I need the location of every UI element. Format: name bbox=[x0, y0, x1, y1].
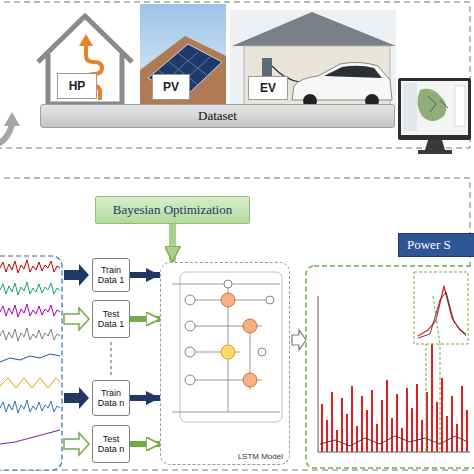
lstm-gate bbox=[221, 293, 235, 307]
monitor-stand bbox=[425, 140, 445, 150]
optimizer-box: Bayesian Optimization bbox=[95, 196, 250, 224]
time-series bbox=[0, 430, 60, 444]
charging-station bbox=[262, 58, 272, 76]
node-text: HP bbox=[69, 79, 86, 93]
continuation-line bbox=[111, 342, 112, 378]
label-box: PV bbox=[152, 74, 190, 100]
flow-arrow bbox=[169, 224, 176, 262]
node-text: Train Data n bbox=[94, 388, 128, 408]
node-text: Power S bbox=[407, 237, 451, 253]
arrow-head bbox=[4, 112, 20, 126]
monitor-bezel bbox=[398, 78, 471, 140]
node-text: Dataset bbox=[198, 108, 237, 124]
data-box: Train Data n bbox=[92, 380, 130, 416]
lstm-input bbox=[185, 295, 195, 305]
house-photo bbox=[230, 10, 396, 106]
block-arrow bbox=[292, 330, 306, 350]
node-text: PV bbox=[163, 80, 179, 94]
block-arrow bbox=[64, 433, 89, 455]
zoom-series bbox=[418, 286, 466, 336]
time-series bbox=[0, 282, 60, 295]
monitor-screen bbox=[401, 81, 468, 135]
lstm-input bbox=[185, 347, 195, 357]
node-text: EV bbox=[260, 81, 276, 95]
label-box: EV bbox=[248, 76, 288, 100]
lstm-wires bbox=[172, 284, 280, 412]
time-series bbox=[0, 354, 60, 362]
section-frame bbox=[0, 2, 470, 148]
node-text: Bayesian Optimization bbox=[113, 202, 233, 218]
window-panel bbox=[403, 83, 417, 131]
zoom-leader bbox=[433, 296, 440, 344]
car-window bbox=[324, 66, 382, 78]
flow-arrow bbox=[130, 272, 160, 278]
actual-series bbox=[320, 436, 468, 446]
flow-arrow bbox=[130, 441, 160, 447]
block-arrow bbox=[64, 264, 89, 286]
model-box: LSTM Model bbox=[160, 262, 290, 465]
house-wall bbox=[48, 54, 122, 104]
result-frame bbox=[306, 266, 474, 468]
flow-arrow bbox=[130, 395, 160, 401]
zoom-series bbox=[418, 292, 466, 338]
lstm-gate bbox=[243, 373, 257, 387]
block-arrow bbox=[64, 308, 89, 330]
label-box: HP bbox=[57, 73, 97, 99]
map-region bbox=[417, 89, 446, 121]
lstm-input bbox=[185, 321, 195, 331]
window-panel bbox=[455, 86, 465, 126]
sky-photo bbox=[140, 4, 226, 104]
node-text: LSTM Model bbox=[238, 452, 283, 461]
curved-arrow bbox=[0, 124, 12, 146]
time-series bbox=[0, 260, 60, 273]
zoom-inset bbox=[414, 272, 468, 344]
monitor-base bbox=[418, 150, 452, 154]
lstm-gate bbox=[243, 319, 257, 333]
lstm-op bbox=[266, 296, 274, 304]
data-box: Train Data 1 bbox=[92, 258, 130, 292]
data-box: Test Data 1 bbox=[92, 300, 130, 338]
lstm-gate bbox=[221, 345, 235, 359]
node-text: Test Data n bbox=[94, 434, 128, 454]
time-series bbox=[0, 328, 60, 341]
roof-tiles bbox=[140, 36, 226, 104]
block-arrow bbox=[64, 387, 89, 409]
house-roof bbox=[232, 12, 396, 46]
lstm-input bbox=[185, 375, 195, 385]
lstm-op bbox=[258, 348, 266, 356]
node-text: Train Data 1 bbox=[94, 265, 128, 285]
car-body bbox=[292, 62, 392, 100]
input-series-frame bbox=[0, 256, 62, 470]
output-box: Power S bbox=[398, 233, 474, 257]
map-lines bbox=[428, 96, 448, 112]
node-text: Test Data 1 bbox=[94, 309, 128, 329]
data-box: Test Data n bbox=[92, 425, 130, 463]
lstm-cell bbox=[180, 272, 282, 422]
arrow-head bbox=[79, 34, 93, 46]
dataset-bar: Dataset bbox=[40, 104, 395, 128]
time-series bbox=[0, 304, 60, 317]
time-series bbox=[0, 378, 60, 388]
lstm-op bbox=[224, 280, 232, 288]
time-series bbox=[0, 400, 60, 413]
flow-arrow bbox=[130, 316, 160, 322]
